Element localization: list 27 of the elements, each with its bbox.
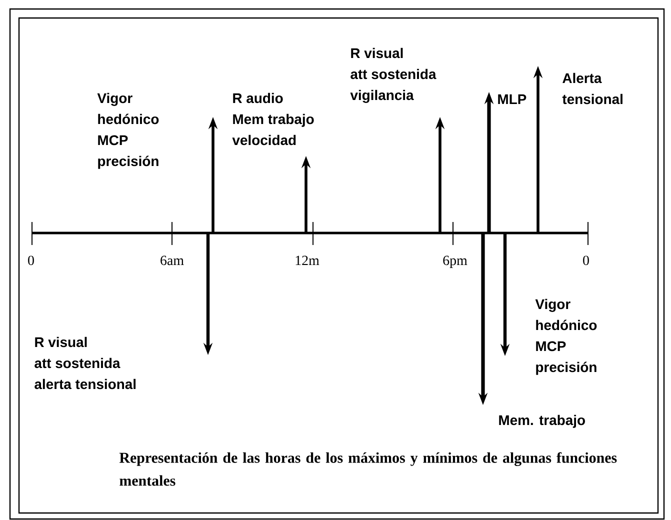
function-label: precisión — [98, 156, 158, 169]
function-label: R visual — [351, 48, 403, 58]
tick-label: 6am — [160, 256, 184, 266]
function-label: Mem. trabajo — [499, 414, 585, 428]
function-label: Vigor — [97, 92, 132, 106]
function-label: MCP — [98, 135, 128, 146]
function-label: hedónico — [536, 320, 597, 330]
function-label: Vigor — [535, 298, 570, 312]
function-label: hedónico — [98, 114, 159, 124]
tick-label: 12m — [296, 256, 320, 265]
function-label: vigilancia — [350, 90, 414, 103]
function-label: Mem trabajo — [233, 114, 314, 127]
function-label: R audio — [233, 92, 283, 104]
function-label: MLP — [498, 94, 526, 104]
function-label: alerta tensional — [34, 378, 136, 390]
function-label: velocidad — [232, 134, 296, 146]
function-label: precisión — [536, 362, 596, 375]
tick-label: 0 — [583, 256, 589, 266]
function-label: MCP — [536, 341, 566, 352]
function-label: tensional — [562, 94, 622, 104]
tick-label: 6pm — [443, 256, 468, 268]
tick-label: 0 — [28, 256, 34, 266]
function-label: att sostenida — [34, 358, 120, 368]
function-label: R visual — [35, 336, 87, 348]
function-label: att sostenida — [350, 68, 436, 80]
function-label: Alerta — [562, 72, 602, 84]
caption: Representación de las horas de los máximos y mínimos de algunas funciones mentales — [119, 452, 617, 486]
